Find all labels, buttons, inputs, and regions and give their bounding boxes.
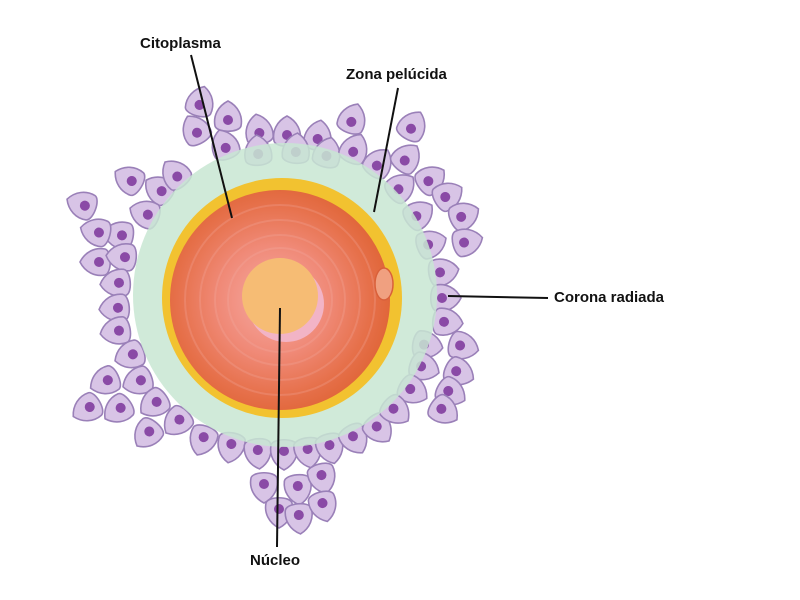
- corona-cell: [283, 473, 312, 506]
- nucleus: [242, 258, 318, 334]
- corona-cell: [182, 115, 213, 147]
- corona-cell: [249, 471, 279, 504]
- corona-cell: [163, 404, 195, 436]
- corona-cell: [114, 339, 146, 369]
- corona-cell: [395, 111, 426, 143]
- corona-cell: [79, 218, 112, 248]
- corona-cell: [79, 247, 112, 277]
- corona-cell: [389, 144, 420, 175]
- citoplasma-label: Citoplasma: [140, 35, 221, 52]
- corona-cell: [114, 166, 146, 197]
- corona-cell: [72, 391, 104, 422]
- corona-cell: [184, 85, 214, 118]
- corona-cell: [105, 243, 138, 272]
- corona-cell: [451, 228, 484, 258]
- nucleo-leader-line: [276, 307, 281, 548]
- corona-cell: [103, 392, 135, 423]
- corona-cell: [243, 437, 272, 470]
- corona-cell: [134, 417, 165, 448]
- corona-cell: [122, 365, 154, 395]
- citoplasma-leader-line: [190, 54, 233, 219]
- zona-pelucida-label: Zona pelúcida: [346, 66, 447, 83]
- leader-lines: [190, 54, 549, 548]
- corona-cell: [427, 393, 459, 424]
- corona-cell: [66, 191, 98, 221]
- polar-body: [374, 267, 394, 301]
- corona-cell: [447, 202, 480, 232]
- corona-radiada-label: Corona radiada: [554, 289, 665, 306]
- corona-cell: [99, 268, 132, 297]
- corona-cell: [213, 100, 243, 133]
- corona-cell: [306, 462, 336, 495]
- corona-radiata: [66, 85, 484, 535]
- corona-cell: [431, 182, 463, 213]
- corona-cell: [284, 502, 313, 535]
- corona-cell: [307, 490, 337, 523]
- corona-cell: [99, 316, 132, 345]
- corona-cell: [447, 330, 480, 360]
- corona-cell: [336, 103, 366, 135]
- zona-pelucida-leader-line: [373, 87, 399, 213]
- corona-cell: [89, 365, 122, 395]
- corona-radiada-leader-line: [447, 295, 549, 299]
- nucleo-label: Núcleo: [250, 552, 301, 569]
- corona-cell: [189, 424, 219, 456]
- corona-cell: [139, 386, 171, 417]
